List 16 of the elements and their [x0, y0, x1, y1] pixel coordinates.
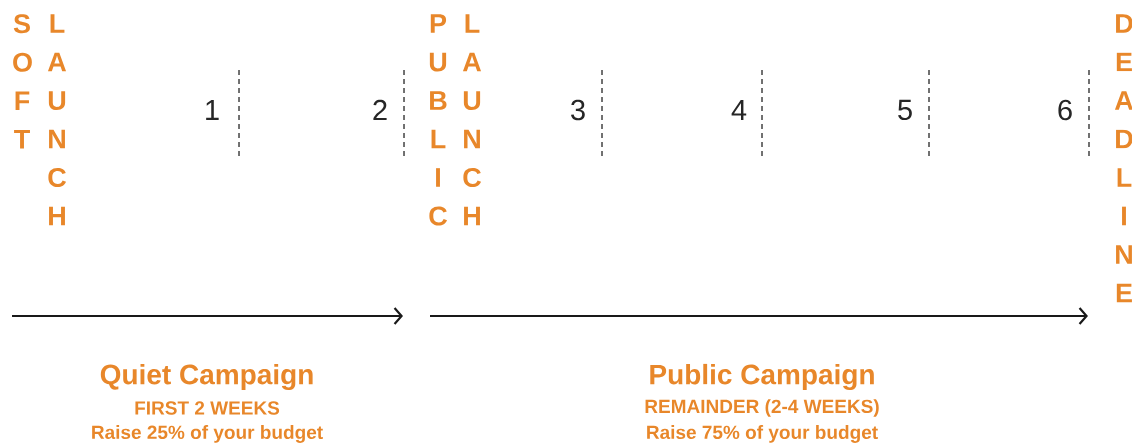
- milestone-label: LAUNCH: [47, 14, 67, 226]
- phase-note: Raise 25% of your budget: [92, 425, 323, 443]
- phase-note: FIRST 2 WEEKS: [135, 401, 280, 415]
- phase-note: Raise 75% of your budget: [647, 425, 878, 443]
- week-number: 1: [206, 100, 219, 120]
- milestone-label: SOFT: [13, 14, 32, 149]
- week-number: 6: [1058, 99, 1072, 121]
- milestone-label: LAUNCH: [462, 14, 482, 226]
- week-number: 4: [731, 100, 747, 120]
- phase-title: Public Campaign: [650, 363, 874, 391]
- phase-note: REMAINDER (2-4 WEEKS): [645, 399, 879, 417]
- phase-title: Quiet Campaign: [100, 363, 313, 391]
- milestone-label: PUBLIC: [429, 14, 447, 226]
- week-number: 5: [898, 99, 912, 121]
- week-number: 2: [373, 99, 387, 121]
- week-number: 3: [571, 99, 585, 121]
